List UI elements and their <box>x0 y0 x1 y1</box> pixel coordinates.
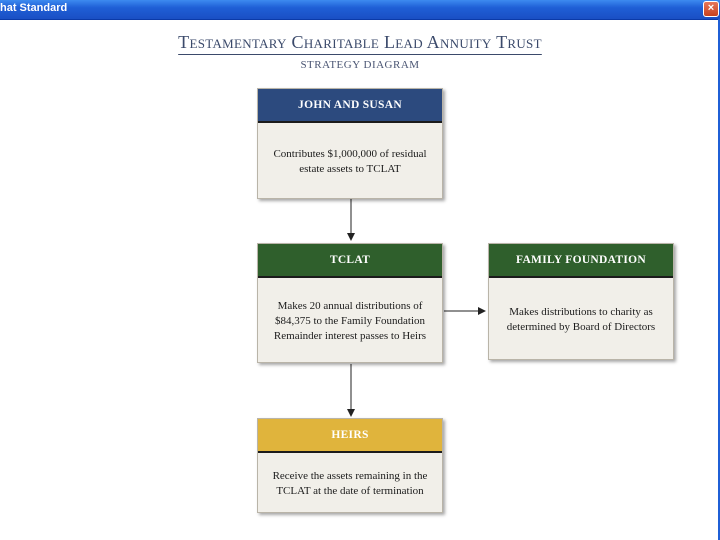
foundation-box-header: FAMILY FOUNDATION <box>489 244 673 278</box>
diagram-title: Testamentary Charitable Lead Annuity Tru… <box>178 32 542 52</box>
tclat-box: TCLAT Makes 20 annual distributions of $… <box>257 243 443 363</box>
tclat-box-header: TCLAT <box>258 244 442 278</box>
close-button[interactable]: × <box>703 1 719 17</box>
donors-box: JOHN AND SUSAN Contributes $1,000,000 of… <box>257 88 443 199</box>
heirs-box-header: HEIRS <box>258 419 442 453</box>
window-border <box>718 19 720 540</box>
diagram-subtitle: STRATEGY DIAGRAM <box>300 59 420 71</box>
foundation-box: FAMILY FOUNDATION Makes distributions to… <box>488 243 674 360</box>
heirs-box: HEIRS Receive the assets remaining in th… <box>257 418 443 513</box>
donors-box-header: JOHN AND SUSAN <box>258 89 442 123</box>
heirs-box-body: Receive the assets remaining in the TCLA… <box>272 469 428 497</box>
window-titlebar: hat Standard × <box>0 0 720 20</box>
window-title: hat Standard <box>0 2 68 14</box>
foundation-box-body: Makes distributions to charity as determ… <box>506 305 656 333</box>
tclat-box-body: Makes 20 annual distributions of $84,375… <box>273 299 427 342</box>
donors-box-body: Contributes $1,000,000 of residual estat… <box>273 147 427 175</box>
